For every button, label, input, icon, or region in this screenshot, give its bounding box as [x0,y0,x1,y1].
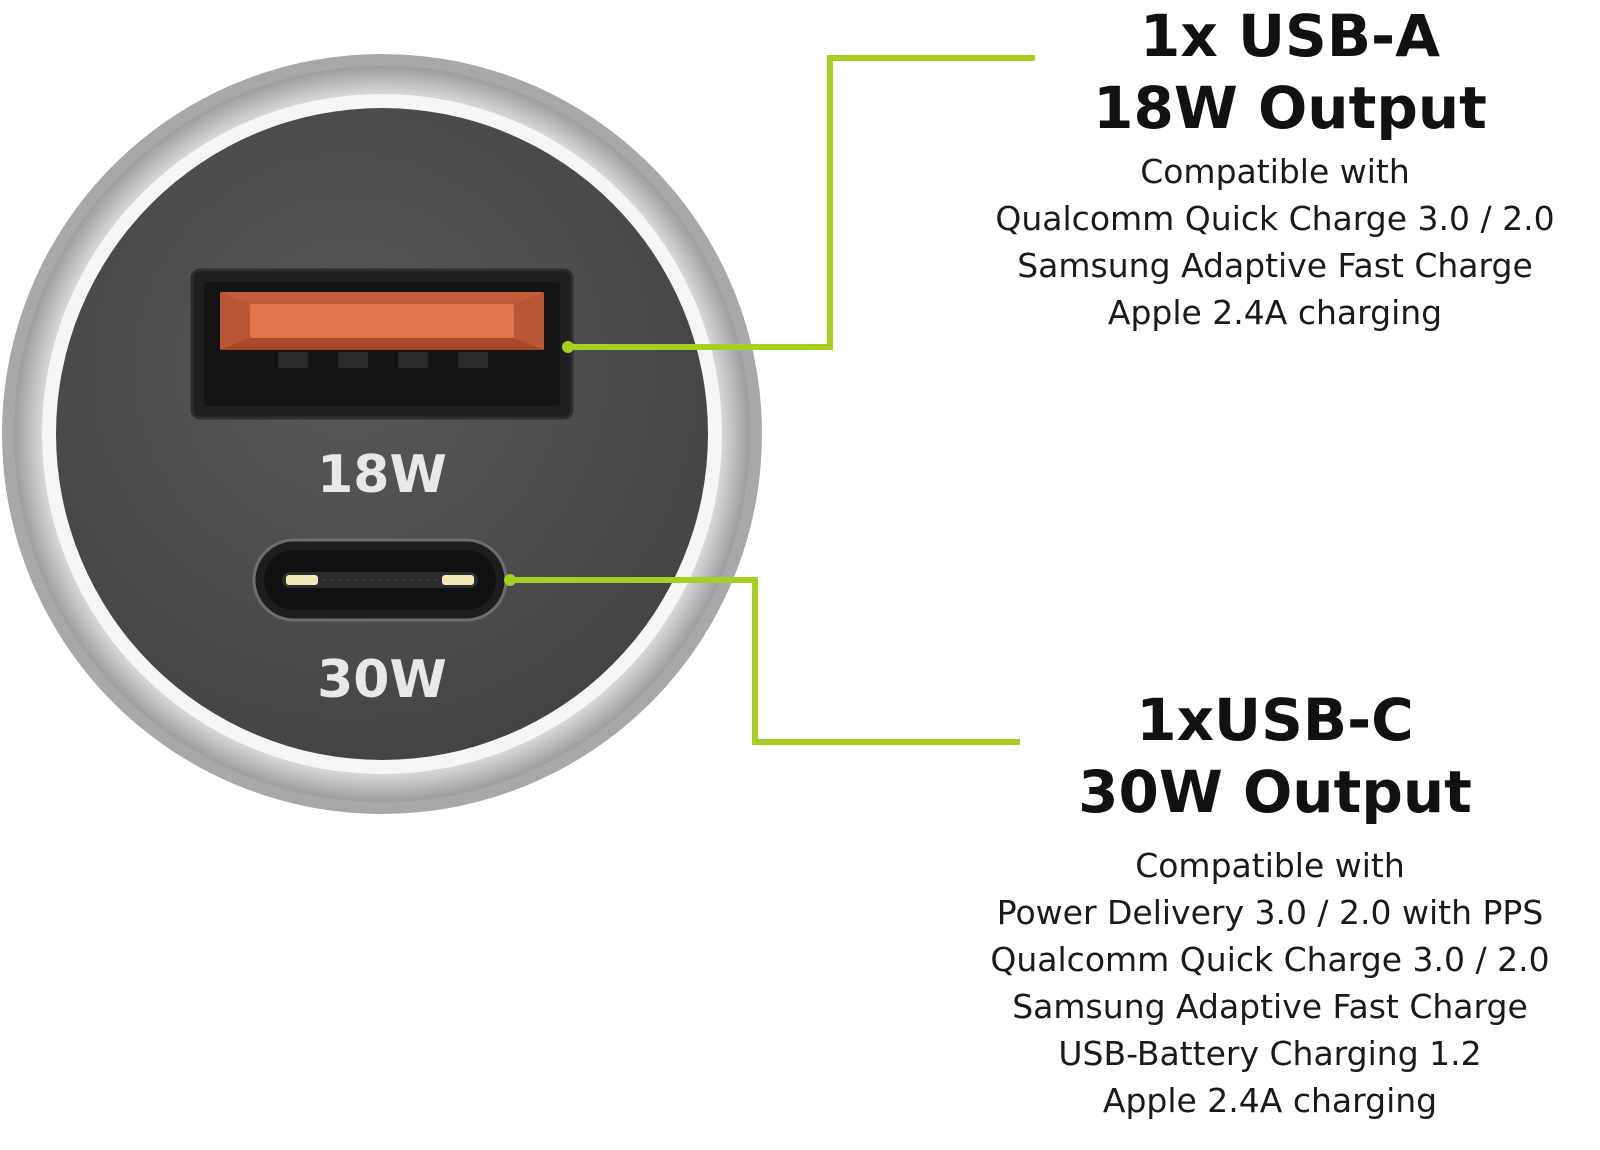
usb-a-pins [278,352,488,368]
usb-c-compat-line: Qualcomm Quick Charge 3.0 / 2.0 [990,940,1550,979]
usb-c-title: 1xUSB-C 30W Output [995,684,1555,828]
usb-c-wattage-label: 30W [317,650,447,710]
usb-c-title-line2: 30W Output [1078,758,1472,826]
usb-c-leader-line [510,577,1020,745]
usb-c-compat-line: Samsung Adaptive Fast Charge [1012,987,1528,1026]
usb-a-leader-dot [562,341,574,353]
usb-c-compat-line: USB-Battery Charging 1.2 [1058,1034,1482,1073]
usb-a-port [190,268,574,420]
usb-c-port [252,538,508,622]
usb-a-title-line1: 1x USB-A [1140,2,1440,70]
usb-a-wattage-label: 18W [317,445,447,505]
usb-a-compat-list: Compatible with Qualcomm Quick Charge 3.… [960,148,1590,336]
usb-a-compat-line: Compatible with [1140,152,1410,191]
usb-c-compat-line: Apple 2.4A charging [1102,1081,1438,1120]
usb-c-compat-line: Power Delivery 3.0 / 2.0 with PPS [996,893,1544,932]
usb-a-compat-line: Apple 2.4A charging [1107,293,1443,332]
usb-a-title: 1x USB-A 18W Output [1010,0,1570,144]
usb-c-title-line1: 1xUSB-C [1136,686,1414,754]
usb-c-compat-list: Compatible with Power Delivery 3.0 / 2.0… [950,842,1590,1124]
usb-a-compat-line: Qualcomm Quick Charge 3.0 / 2.0 [995,199,1555,238]
usb-c-contact-right [442,575,474,585]
usb-a-compat-line: Samsung Adaptive Fast Charge [1017,246,1533,285]
usb-c-compat-line: Compatible with [1135,846,1405,885]
usb-c-contact-left [286,575,318,585]
usb-a-leader-line [568,55,1035,350]
usb-a-title-line2: 18W Output [1093,74,1487,142]
usb-c-leader-dot [504,574,516,586]
